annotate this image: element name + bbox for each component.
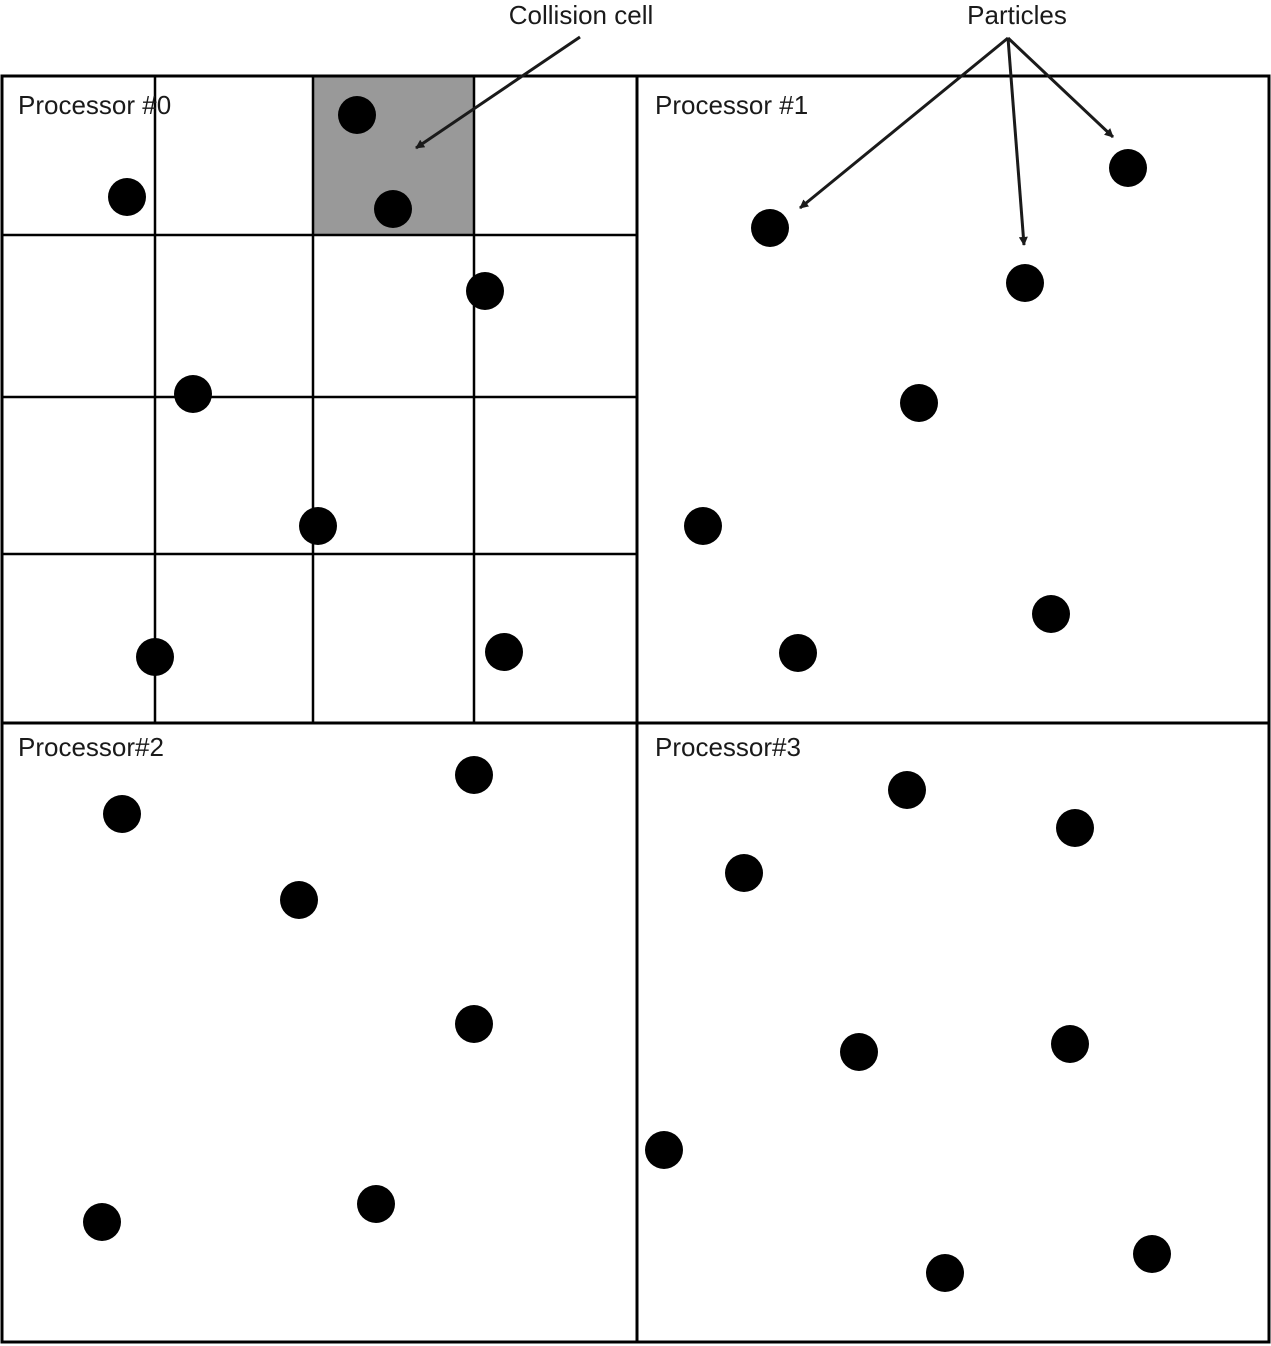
particles-annotation: Particles bbox=[967, 0, 1067, 30]
processor-2-label: Processor#2 bbox=[18, 732, 164, 762]
particle bbox=[1032, 595, 1070, 633]
collision-cell-arrow bbox=[415, 35, 581, 150]
particles-arrow-middle bbox=[1006, 37, 1028, 246]
processor-1-label: Processor #1 bbox=[655, 90, 808, 120]
particle bbox=[466, 272, 504, 310]
processor-3-label: Processor#3 bbox=[655, 732, 801, 762]
processor-3-particles bbox=[645, 771, 1171, 1292]
particle bbox=[299, 507, 337, 545]
particle bbox=[1051, 1025, 1089, 1063]
processor-0-label: Processor #0 bbox=[18, 90, 171, 120]
particle bbox=[1109, 149, 1147, 187]
particle bbox=[357, 1185, 395, 1223]
particle bbox=[779, 634, 817, 672]
particle bbox=[455, 756, 493, 794]
particles-arrow-left bbox=[799, 36, 1009, 210]
collision-cell-grid bbox=[2, 76, 637, 723]
particle bbox=[103, 795, 141, 833]
particle bbox=[83, 1203, 121, 1241]
particle bbox=[725, 854, 763, 892]
particle bbox=[888, 771, 926, 809]
particle bbox=[174, 375, 212, 413]
processor-0-particles bbox=[108, 96, 523, 676]
particle bbox=[1133, 1235, 1171, 1273]
particle bbox=[751, 209, 789, 247]
particle bbox=[840, 1033, 878, 1071]
processor-2-particles bbox=[83, 756, 493, 1241]
particle bbox=[280, 881, 318, 919]
particle bbox=[1056, 809, 1094, 847]
particle bbox=[684, 507, 722, 545]
particle bbox=[900, 384, 938, 422]
particle bbox=[645, 1131, 683, 1169]
particle bbox=[1006, 264, 1044, 302]
particle bbox=[485, 633, 523, 671]
particle bbox=[108, 178, 146, 216]
particle bbox=[136, 638, 174, 676]
collision-cell-annotation: Collision cell bbox=[509, 0, 654, 30]
particle bbox=[455, 1005, 493, 1043]
particle bbox=[926, 1254, 964, 1292]
particle bbox=[338, 96, 376, 134]
processor-1-particles bbox=[684, 149, 1147, 672]
particles-arrow-right bbox=[1006, 36, 1115, 139]
particle bbox=[374, 190, 412, 228]
